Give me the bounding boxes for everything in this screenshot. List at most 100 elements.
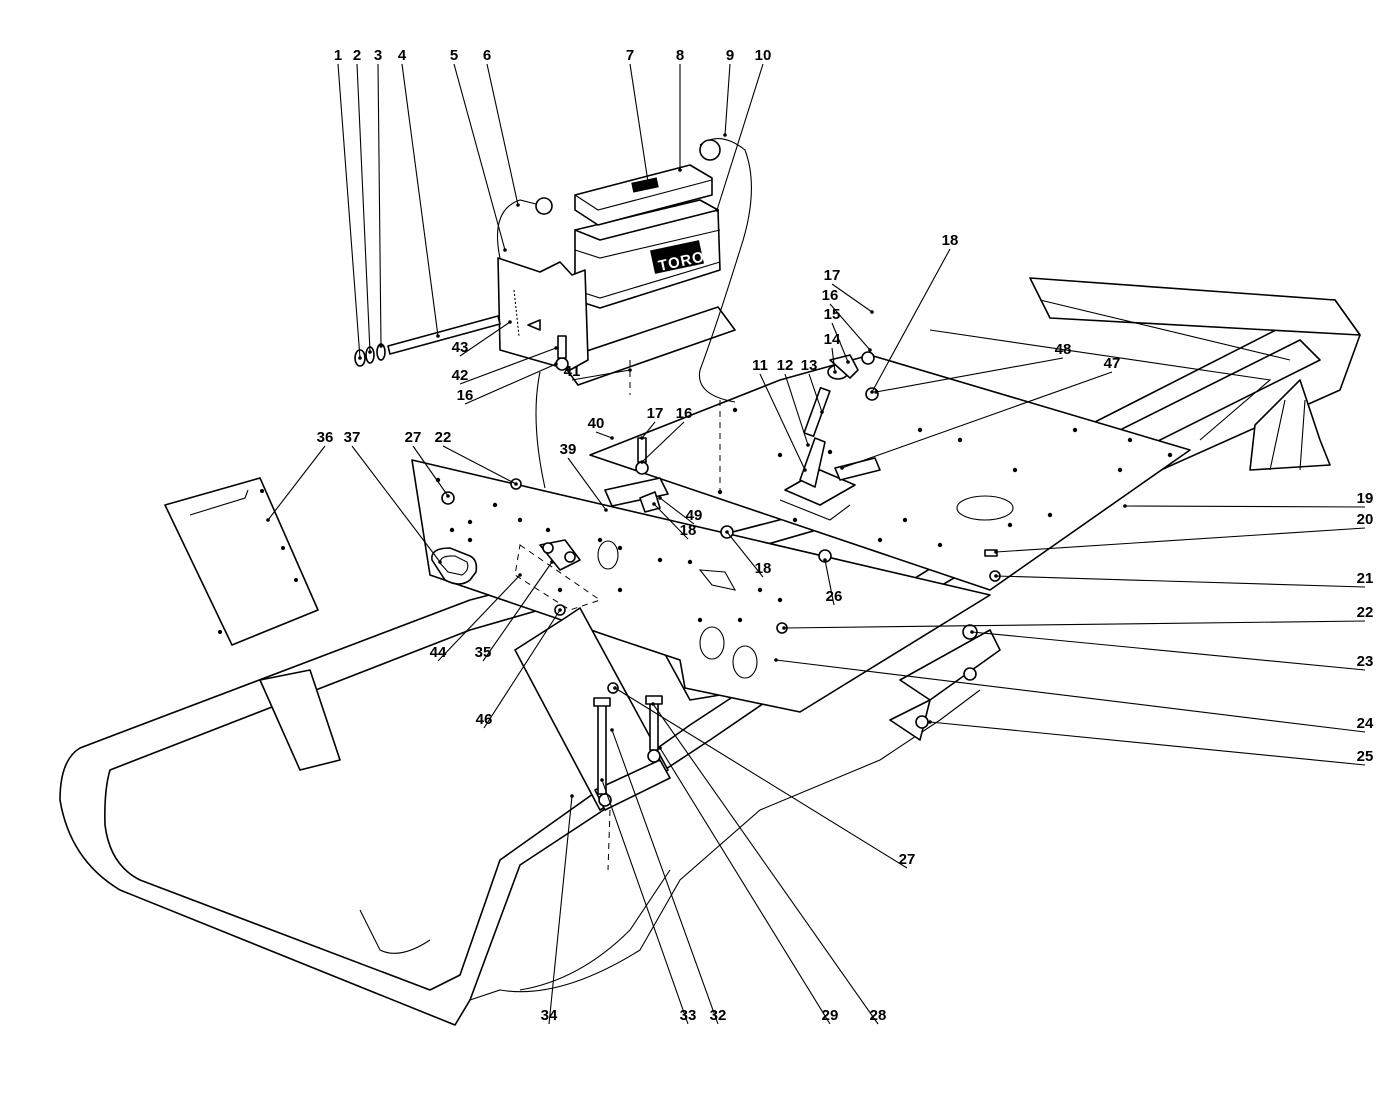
callout-7: 7 — [626, 47, 634, 64]
leader-tip-c16c — [640, 460, 644, 464]
leader-c34 — [548, 795, 573, 1025]
mounting-hole — [1127, 437, 1133, 443]
mounting-hole — [717, 489, 723, 495]
callout-17: 17 — [647, 405, 664, 422]
leader-c12 — [784, 373, 809, 446]
leader-tip-c15 — [846, 360, 850, 364]
mounting-hole — [1167, 452, 1173, 458]
callout-5: 5 — [450, 47, 458, 64]
leader-tip-c49 — [658, 496, 662, 500]
callout-48: 48 — [1055, 341, 1072, 358]
leader-tip-c11 — [803, 468, 807, 472]
leader-c19 — [1124, 505, 1366, 508]
leader-tip-c18b — [652, 502, 656, 506]
leader-tip-c42 — [554, 346, 558, 350]
callout-18: 18 — [680, 522, 697, 539]
leader-c24 — [775, 659, 1366, 733]
callout-23: 23 — [1357, 653, 1374, 670]
leader-c41 — [571, 369, 631, 381]
leader-c2 — [356, 63, 371, 353]
battery-cover — [574, 164, 713, 226]
front-panel — [411, 459, 991, 713]
mounting-hole — [777, 597, 783, 603]
leader-tip-c4 — [436, 334, 440, 338]
leader-c9 — [724, 63, 731, 136]
callout-41: 41 — [564, 363, 581, 380]
leader-tip-c27b — [613, 686, 617, 690]
leader-tip-c41 — [628, 368, 632, 372]
callout-28: 28 — [870, 1007, 887, 1024]
leader-c39 — [567, 457, 607, 511]
leader-c33 — [601, 779, 689, 1025]
leader-tip-c35 — [550, 560, 554, 564]
callout-47: 47 — [1104, 355, 1121, 372]
callout-43: 43 — [452, 339, 469, 356]
leader-c27b — [614, 687, 908, 869]
leader-c48 — [875, 357, 1064, 393]
leader-tip-c27a — [446, 494, 450, 498]
battery-tray — [559, 306, 736, 490]
leader-c22b — [783, 620, 1366, 629]
leader-tip-c48 — [874, 390, 878, 394]
callout-39: 39 — [560, 441, 577, 458]
mounting-hole — [467, 537, 473, 543]
callout-33: 33 — [680, 1007, 697, 1024]
battery: TORO — [574, 199, 721, 309]
leader-c18b — [653, 503, 689, 540]
mounting-hole — [449, 527, 455, 533]
leader-c14 — [831, 347, 836, 373]
callout-24: 24 — [1357, 715, 1374, 732]
leader-tip-c29 — [658, 746, 662, 750]
mounting-hole — [687, 559, 693, 565]
leader-c35 — [482, 561, 553, 662]
leader-tip-c20 — [994, 550, 998, 554]
mounting-hole — [777, 452, 783, 458]
leader-c5 — [453, 63, 506, 251]
callout-22: 22 — [1357, 604, 1374, 621]
callout-32: 32 — [710, 1007, 727, 1024]
leader-tip-c16a — [868, 348, 872, 352]
leader-c1 — [337, 63, 361, 359]
leader-c20 — [995, 527, 1366, 553]
leader-tip-c1 — [358, 356, 362, 360]
leader-c21 — [995, 575, 1366, 588]
leader-c13 — [808, 373, 823, 413]
mounting-hole — [1072, 427, 1078, 433]
leader-c6 — [486, 63, 519, 206]
leader-c40 — [595, 431, 613, 439]
mounting-hole — [617, 545, 623, 551]
callout-4: 4 — [398, 47, 407, 64]
callout-9: 9 — [726, 47, 734, 64]
leader-tip-c14 — [833, 370, 837, 374]
callout-36: 36 — [317, 429, 334, 446]
leader-c32 — [611, 729, 719, 1025]
leader-tip-c19 — [1123, 504, 1127, 508]
mounting-hole — [657, 557, 663, 563]
leader-tip-c18c — [725, 530, 729, 534]
mounting-hole — [1117, 467, 1123, 473]
leader-tip-c10 — [715, 208, 719, 212]
mounting-hole — [1007, 522, 1013, 528]
callout-13: 13 — [801, 357, 818, 374]
callout-2: 2 — [353, 47, 361, 64]
leader-tip-c22b — [782, 626, 786, 630]
rod-assembly — [354, 315, 501, 367]
callout-26: 26 — [826, 588, 843, 605]
leader-tip-c43 — [508, 320, 512, 324]
leader-tip-c34 — [570, 794, 574, 798]
mounting-hole — [827, 449, 833, 455]
leader-tip-c12 — [806, 443, 810, 447]
seat-bolts — [593, 695, 663, 807]
leader-tip-c26 — [823, 558, 827, 562]
callout-25: 25 — [1357, 748, 1374, 765]
leader-tip-c36 — [266, 518, 270, 522]
mounting-hole — [957, 437, 963, 443]
leader-c18a — [871, 248, 951, 393]
mounting-hole — [732, 407, 738, 413]
callout-42: 42 — [452, 367, 469, 384]
leader-tip-c32 — [610, 728, 614, 732]
leader-c17b — [641, 421, 656, 439]
callout-49: 49 — [686, 507, 703, 524]
